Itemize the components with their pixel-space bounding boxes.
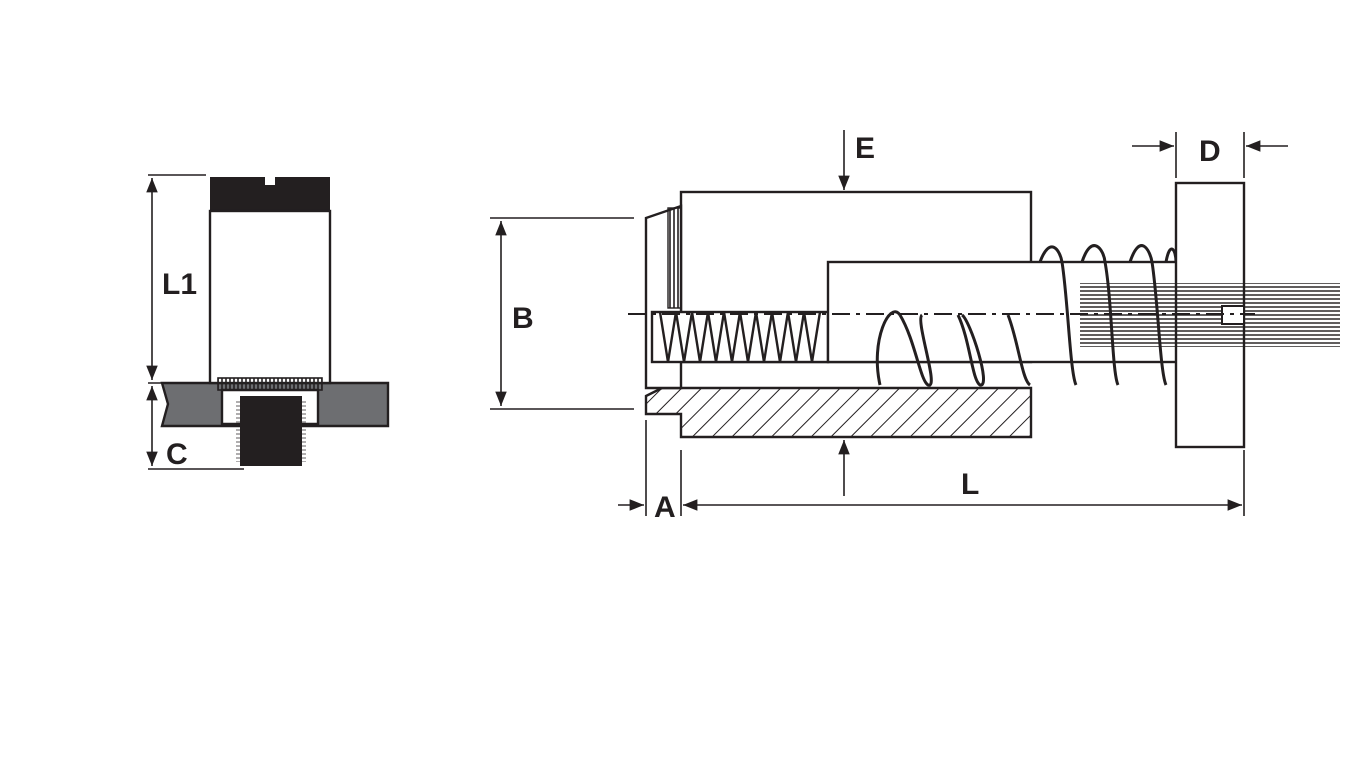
dimension-label-d: D: [1199, 135, 1221, 168]
threaded-stud: [236, 396, 306, 466]
installed-side-view: L1 C: [146, 174, 390, 471]
dimension-label-l: L: [961, 468, 979, 501]
sleeve-section-hatched: [644, 386, 1033, 439]
threaded-shank: [650, 310, 830, 364]
captive-body: [208, 209, 332, 385]
flange-knurl: [217, 377, 323, 391]
dimension-label-l1: L1: [162, 268, 197, 301]
dimension-label-a: A: [654, 491, 676, 524]
dimension-label-c: C: [166, 438, 188, 471]
dimension-label-b: B: [512, 302, 534, 335]
knurled-cap: [210, 177, 330, 211]
sectional-view: B E D A L: [490, 130, 1340, 524]
dimension-label-e: E: [855, 132, 875, 165]
compression-spring: [875, 244, 1178, 387]
